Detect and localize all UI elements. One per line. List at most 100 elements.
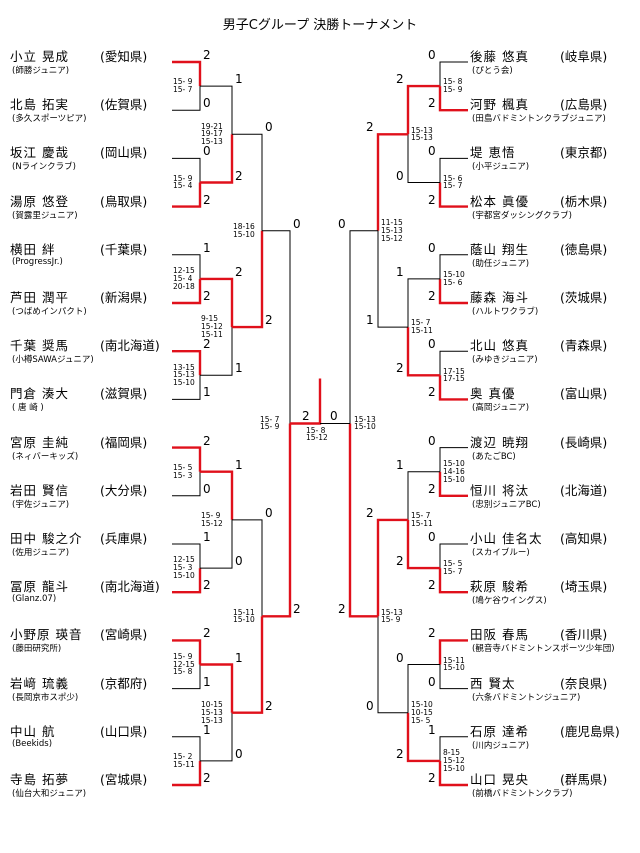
match-score-top: 0 [396, 650, 404, 665]
match-score-top: 1 [396, 264, 404, 279]
bracket-line [172, 736, 201, 761]
game-scores: 8-15 15-12 15-10 [443, 748, 465, 773]
player-prefecture: (新潟県) [100, 290, 148, 305]
match-score-bottom: 2 [428, 385, 436, 400]
player-prefecture: (徳島県) [560, 241, 608, 257]
player-prefecture: (宮崎県) [100, 627, 148, 643]
bracket-line [407, 471, 440, 520]
match-score-bottom: 2 [396, 361, 404, 376]
player-club: (ハルトワクラブ) [472, 307, 539, 317]
match-score-top: 2 [366, 120, 374, 135]
match-score-top: 0 [338, 216, 346, 231]
player-name: 田阪 春馬 [470, 627, 529, 643]
match-score-bottom: 2 [203, 192, 211, 207]
bracket-line [172, 760, 202, 787]
match-score-bottom: 0 [366, 698, 374, 713]
bracket-line [200, 134, 234, 184]
player-prefecture: (山口県) [100, 723, 148, 739]
bracket-line [232, 230, 264, 329]
player-name: 奥 真優 [470, 386, 516, 402]
match-score-top: 0 [428, 144, 436, 159]
bracket-line [200, 519, 233, 569]
player-prefecture: (高知県) [560, 531, 608, 546]
match-score-top: 1 [396, 457, 404, 472]
match-score-bottom: 2 [428, 96, 436, 111]
player-name: 藤森 海斗 [470, 290, 529, 305]
player-name: 坂江 慶哉 [10, 145, 69, 161]
bracket-line [349, 230, 378, 424]
player-prefecture: (富山県) [560, 386, 608, 402]
bracket-line [172, 86, 201, 111]
player-club: (Glanz.07) [12, 594, 57, 605]
game-scores: 15- 5 15- 3 [173, 462, 193, 480]
bracket-line [200, 327, 233, 376]
bracket-line [232, 133, 263, 231]
player-club: (つばめインパクト) [12, 307, 87, 317]
player-prefecture: (京都府) [100, 675, 148, 691]
bracket-line [200, 712, 233, 762]
match-score-top: 2 [203, 337, 211, 352]
bracket-line [439, 61, 468, 87]
game-scores: 15-13 15-13 [411, 125, 433, 143]
player-name: 湯原 悠登 [10, 193, 69, 209]
player-club: (鳩ケ谷ウイングス) [472, 596, 547, 607]
match-score-bottom: 1 [203, 674, 211, 689]
game-scores: 12-15 15- 4 20-18 [173, 266, 195, 291]
player-prefecture: (岡山県) [100, 145, 148, 161]
game-scores: 15-13 15-10 [354, 414, 376, 432]
match-score-bottom: 2 [428, 771, 436, 785]
match-score-top: 2 [396, 72, 404, 87]
player-prefecture: (茨城県) [560, 290, 608, 305]
player-prefecture: (佐賀県) [100, 97, 148, 113]
player-prefecture: (埼玉県) [560, 579, 608, 595]
match-score-bottom: 2 [396, 746, 404, 761]
bracket-line [438, 760, 468, 787]
match-score-top: 1 [203, 240, 211, 255]
match-score-top: 2 [428, 626, 436, 641]
match-score-bottom: 1 [366, 313, 374, 328]
match-score-top: 1 [235, 650, 243, 665]
match-score-top: 0 [428, 240, 436, 255]
player-name: 後藤 悠真 [470, 49, 529, 64]
player-club: (Beekids) [12, 738, 53, 749]
player-club: (佐用ジュニア) [12, 548, 70, 558]
player-club: (賀露里ジュニア) [12, 210, 78, 221]
bracket-line [439, 254, 468, 279]
player-name: 渡辺 暁翔 [470, 434, 529, 450]
player-name: 冨原 龍斗 [10, 579, 69, 595]
bracket-line [376, 133, 408, 231]
bracket-line [172, 60, 202, 87]
player-name: 小山 佳名太 [470, 531, 543, 546]
game-scores: 13-15 15-13 15-10 [173, 362, 195, 388]
player-club: (小樽SAWAジュニア) [12, 355, 94, 366]
bracket-line [376, 518, 408, 617]
match-score-top: 0 [293, 216, 301, 231]
game-scores: 11-15 15-13 15-12 [381, 218, 403, 243]
player-name: 西 賢太 [470, 675, 516, 691]
player-name: 蔭山 翔生 [470, 241, 529, 257]
match-score-top: 1 [203, 722, 211, 737]
player-name: 岩田 賢信 [10, 482, 69, 498]
player-name: 門倉 湊大 [10, 386, 69, 402]
player-club: (六条バドミントンジュニア) [472, 692, 581, 703]
player-prefecture: (大分県) [100, 482, 148, 498]
match-score-bottom: 0 [428, 674, 436, 689]
match-score-bottom: 0 [203, 96, 211, 111]
player-name: 寺島 拓夢 [10, 772, 69, 787]
match-score-top: 2 [366, 505, 374, 520]
player-club: (長岡京市スポ少) [12, 692, 79, 703]
game-scores: 15- 7 15-11 [411, 511, 433, 528]
player-name: 小野原 瑛音 [10, 627, 83, 643]
match-score-bottom: 1 [235, 361, 243, 376]
player-name: 北山 悠真 [470, 338, 529, 354]
player-prefecture: (広島県) [560, 97, 608, 113]
game-scores: 19-21 19-17 15-13 [201, 121, 223, 147]
player-club: (前橋バドミントンクラブ) [472, 789, 573, 799]
player-club: (川内ジュニア) [472, 740, 530, 751]
bracket-line [172, 471, 201, 497]
match-score-bottom: 2 [428, 192, 436, 207]
bracket-line [172, 157, 201, 183]
player-name: 河野 楓真 [470, 97, 529, 113]
player-prefecture: (鳥取県) [100, 193, 148, 209]
player-club: (忠別ジュニアBC) [472, 499, 541, 510]
